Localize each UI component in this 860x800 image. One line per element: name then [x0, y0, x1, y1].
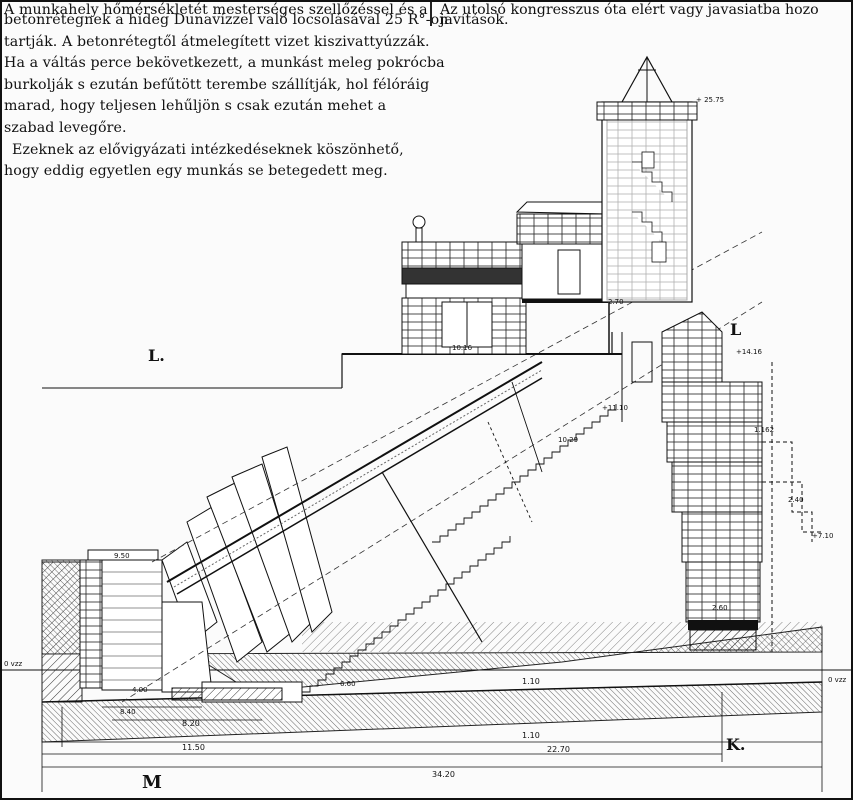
dim-1162: 1.162	[754, 426, 774, 434]
dim-400: 4.00	[132, 686, 148, 694]
level-label-right: 0 vzz	[828, 676, 846, 684]
dim-840: 8.40	[120, 708, 136, 716]
dimension-lines	[41, 642, 823, 792]
dim-1150: 11.50	[182, 743, 205, 752]
dim-270: 2.70	[608, 298, 624, 306]
terrace-level	[42, 332, 622, 389]
section-label-k: K.	[726, 735, 745, 754]
column-divider	[430, 2, 432, 26]
dim-260: 2.60	[712, 604, 728, 612]
dim-1416: +14.16	[736, 348, 762, 356]
text-line: hogy eddig egyetlen egy munkás se betege…	[4, 163, 388, 180]
dim-950: 9.50	[114, 552, 130, 560]
dim-660: 6.60	[340, 680, 356, 688]
dim-710: +7.10	[812, 532, 833, 540]
dim-2270: 22.70	[547, 745, 570, 754]
staircase	[302, 381, 617, 693]
section-label-l-right: L	[730, 320, 741, 339]
dim-240: 2.40	[788, 496, 804, 504]
text-line: marad, hogy teljesen lehűljön s csak ezu…	[4, 98, 387, 115]
dim-1029: 10.29	[558, 436, 578, 444]
dim-110a: 1.10	[522, 677, 540, 686]
dim-820: 8.20	[182, 719, 200, 728]
text-line: Ha a váltás perce bekövetkezett, a munká…	[4, 55, 445, 72]
dim-110b: 1.10	[522, 731, 540, 740]
dim-3420: 34.20	[432, 770, 455, 779]
text-column-left: A munkahely hőmérsékletét mesterséges sz…	[4, 2, 449, 183]
text-line: burkolják s ezután befűtött terembe szál…	[4, 76, 430, 93]
section-label-l-left: L.	[148, 346, 165, 365]
dim-1016: 10.16	[452, 344, 473, 352]
right-pier	[621, 311, 822, 652]
section-label-m: M	[142, 772, 162, 793]
left-building	[401, 215, 527, 355]
text-line: javítások.	[440, 12, 509, 28]
inclined-shaft	[121, 231, 763, 703]
text-line: szabad levegőre.	[4, 119, 127, 136]
level-label-left: 0 vzz	[4, 660, 22, 668]
middle-building	[515, 201, 610, 303]
dim-top-tower: + 25.75	[696, 96, 724, 104]
text-line: betonrétegnek a hideg Dunavízzel való lo…	[4, 12, 449, 28]
tower	[596, 55, 698, 354]
text-line: tartják. A betonrétegtől átmelegített vi…	[4, 33, 430, 50]
dim-1110: +11.10	[602, 404, 628, 412]
text-line: Ezeknek az elővigyázati intézkedéseknek …	[12, 141, 404, 158]
text-column-right: Az utolsó kongresszus óta elért vagy jav…	[440, 2, 860, 32]
